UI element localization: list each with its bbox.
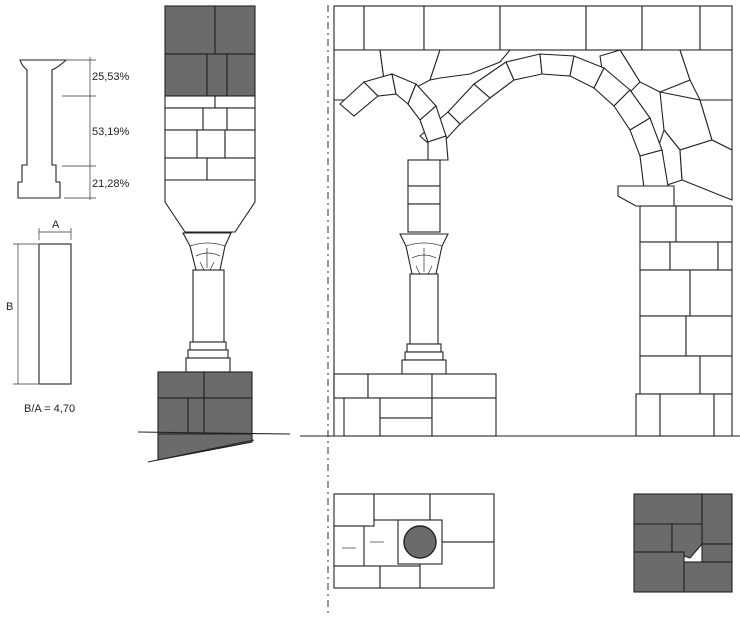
right-impost [617,185,675,207]
shaft-width-label: A [52,219,60,231]
central-column-shaft [409,273,439,345]
pier-section [137,5,291,463]
pier-plan [633,493,733,593]
arcade-elevation [333,5,733,437]
plan-column-circle [403,525,437,559]
shaft-ratio-diagram: A B B/A = 4,70 [6,219,75,415]
ratio-label: B/A = 4,70 [24,403,75,415]
column-base-plan [333,493,495,589]
upper-proportion-label: 25,53% [92,71,130,83]
pier-shaft [192,269,225,343]
column-profile-outline [17,59,68,199]
middle-proportion-label: 53,19% [92,126,130,138]
lower-proportion-label: 21,28% [92,178,130,190]
shaft-height-label: B [6,301,13,313]
column-proportion-diagram: 25,53% 53,19% 21,28% [17,57,130,200]
